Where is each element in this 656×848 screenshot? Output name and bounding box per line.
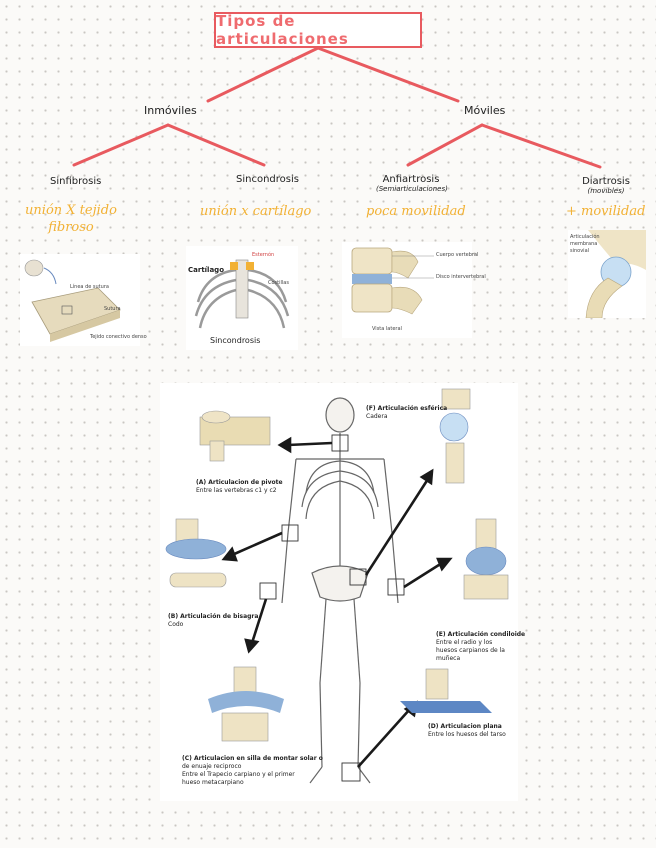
- note-diartrosis: + movilidad: [566, 204, 646, 219]
- rib-cage-illustration: [194, 259, 290, 329]
- joint-saddle-title: (C) Articulacion en silla de montar sola…: [182, 755, 323, 762]
- category-inmoviles: Inmóviles: [144, 104, 197, 117]
- type-anfiartrosis: Anfiartrosis (Semiarticulaciones): [376, 174, 448, 193]
- vertebrae-illustration: [351, 247, 434, 315]
- note-sinfibrosis: unión X tejido fibroso: [25, 203, 117, 235]
- label-esternon: Esternón: [252, 252, 275, 258]
- joint-hinge-detail: Codo: [168, 621, 184, 628]
- label-articulacion: Articulación: [570, 234, 600, 240]
- label-linea-sutura: Línea de sutura: [70, 284, 109, 290]
- joint-condyloid: (E) Articulación condiloide Entre el rad…: [436, 631, 525, 663]
- label-disco-intervertebral: Disco intervertebral: [436, 274, 486, 280]
- label-vista-lateral: Vista lateral: [372, 326, 402, 332]
- joint-ball: (F) Articulación esférica Cadera: [366, 405, 447, 421]
- skull-suture-illustration: [24, 259, 121, 342]
- joint-pivot: (A) Articulacion de pivote Entre las ver…: [196, 479, 283, 495]
- joint-plane: (D) Articulacion plana Entre los huesos …: [428, 723, 506, 739]
- connector-lines: [72, 46, 602, 169]
- diartrosis-sublabel: (movibles): [587, 187, 625, 195]
- sinfibrosis-image: Línea de sutura Sutura Tejido conectivo …: [20, 254, 147, 346]
- label-costillas: Costillas: [268, 280, 289, 286]
- joint-pivot-title: (A) Articulacion de pivote: [196, 479, 283, 486]
- joint-hinge: (B) Articulación de bisagra Codo: [168, 613, 258, 629]
- joint-plane-detail: Entre los huesos del tarso: [428, 731, 506, 738]
- joint-types-diagram: (A) Articulacion de pivote Entre las ver…: [160, 383, 525, 801]
- label-cuerpo-vertebral: Cuerpo vertebral: [436, 252, 479, 258]
- note-sincondrosis: unión x cartílago: [200, 204, 312, 219]
- joint-condyloid-detail: Entre el radio y los huesos carpianos de…: [436, 639, 505, 662]
- joint-pivot-detail: Entre las vertebras c1 y c2: [196, 487, 277, 494]
- note-anfiartrosis: poca movilidad: [366, 204, 466, 219]
- label-sinovial: sinovial: [570, 248, 590, 254]
- title-box: Tipos de articulaciones: [214, 12, 422, 48]
- joint-condyloid-title: (E) Articulación condiloide: [436, 631, 526, 638]
- label-sutura: Sutura: [104, 306, 121, 312]
- label-cartilago: Cartílago: [188, 266, 225, 274]
- anfiartrosis-label: Anfiartrosis: [382, 174, 440, 185]
- joint-saddle-detail: de enuaje reciproco Entre el Trapecio ca…: [182, 763, 295, 786]
- category-moviles: Móviles: [464, 104, 506, 117]
- hip-joint-illustration: [585, 230, 646, 319]
- label-tejido-conectivo: Tejido conectivo denso: [90, 334, 147, 340]
- type-sincondrosis: Sincondrosis: [236, 174, 299, 185]
- type-diartrosis: Diartrosis (movibles): [576, 176, 636, 195]
- joint-hinge-title: (B) Articulación de bisagra: [168, 613, 259, 620]
- label-membrana: membrana: [570, 241, 598, 247]
- skeleton-illustration: [165, 388, 509, 784]
- joint-ball-detail: Cadera: [366, 413, 388, 420]
- type-sinfibrosis: Sinfibrosis: [50, 176, 102, 187]
- anfiartrosis-sublabel: (Semiarticulaciones): [376, 185, 448, 193]
- sincondrosis-image: Esternón Cartílago Costillas Sincondrosi…: [186, 246, 298, 350]
- diartrosis-image: Articulación membrana sinovial: [568, 230, 646, 319]
- anfiartrosis-image: Cuerpo vertebral Disco intervertebral Vi…: [342, 242, 486, 338]
- joint-plane-title: (D) Articulacion plana: [428, 723, 502, 730]
- joint-ball-title: (F) Articulación esférica: [366, 405, 448, 412]
- label-sincondrosis: Sincondrosis: [210, 336, 261, 345]
- diartrosis-label: Diartrosis: [582, 176, 630, 187]
- page-title: Tipos de articulaciones: [216, 12, 349, 48]
- joint-saddle: (C) Articulacion en silla de montar sola…: [182, 755, 323, 787]
